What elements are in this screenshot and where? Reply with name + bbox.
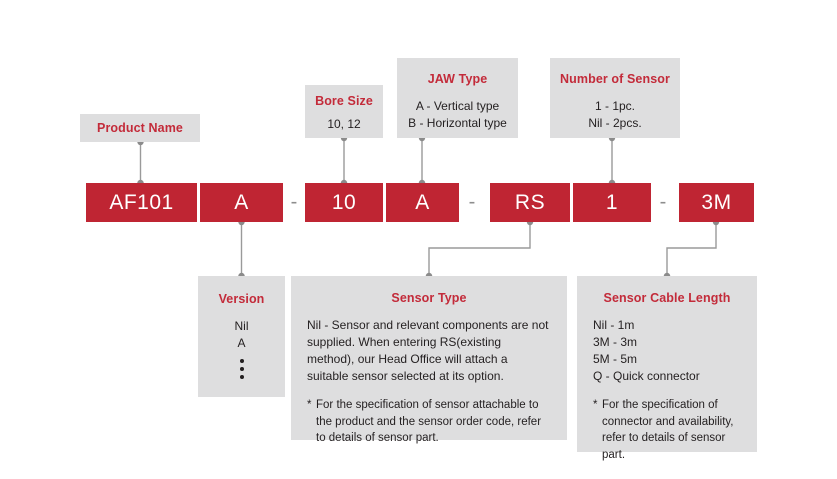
callout-sensor-type-title: Sensor Type: [391, 291, 467, 305]
code-segment-bore-size[interactable]: 10: [305, 183, 383, 222]
callout-number-of-sensor-option-nil: Nil - 2pcs.: [588, 116, 642, 131]
callout-sensor-cable-length: Sensor Cable Length Nil - 1m 3M - 3m 5M …: [577, 276, 757, 461]
code-segment-sensor-type[interactable]: RS: [490, 183, 570, 222]
callout-jaw-type-title: JAW Type: [427, 72, 488, 86]
callout-version-title: Version: [218, 292, 265, 306]
callout-sensor-type: Sensor Type Nil - Sensor and relevant co…: [291, 276, 567, 444]
callout-number-of-sensor: Number of Sensor 1 - 1pc. Nil - 2pcs.: [550, 58, 680, 138]
callout-sensor-type-description: Nil - Sensor and relevant components are…: [307, 318, 549, 384]
code-dash-1: -: [290, 191, 298, 213]
callout-product-name: Product Name: [80, 114, 200, 142]
callout-bore-size-title: Bore Size: [315, 94, 373, 108]
callout-version: Version Nil A: [198, 276, 285, 397]
code-dash-2: -: [468, 191, 476, 213]
callout-jaw-type-option-b: B - Horizontal type: [408, 116, 507, 131]
callout-number-of-sensor-option-1: 1 - 1pc.: [594, 99, 636, 113]
vertical-dots-icon: [198, 359, 285, 380]
code-segment-jaw-type[interactable]: A: [386, 183, 459, 222]
code-segment-sensor-cable-length[interactable]: 3M: [679, 183, 754, 222]
code-segment-product-name[interactable]: AF101: [86, 183, 197, 222]
callout-sensor-cable-length-title: Sensor Cable Length: [603, 291, 731, 305]
callout-bore-size: Bore Size 10, 12: [305, 85, 383, 138]
callout-cable-option-nil: Nil - 1m: [593, 318, 635, 332]
callout-cable-option-5m: 5M - 5m: [593, 352, 638, 367]
callout-cable-option-q: Q - Quick connector: [593, 369, 700, 384]
code-dash-3: -: [659, 191, 667, 213]
callout-version-option-nil: Nil: [234, 319, 249, 333]
callout-cable-option-3m: 3M - 3m: [593, 335, 638, 350]
callout-number-of-sensor-title: Number of Sensor: [560, 72, 670, 86]
callout-version-option-a: A: [237, 336, 246, 351]
code-segment-version[interactable]: A: [200, 183, 283, 222]
callout-product-name-title: Product Name: [97, 121, 183, 135]
callout-bore-size-values: 10, 12: [327, 117, 361, 131]
callout-sensor-cable-length-note: For the specification of connector and a…: [593, 397, 741, 464]
code-segment-number-of-sensor[interactable]: 1: [573, 183, 651, 222]
callout-jaw-type-option-a: A - Vertical type: [415, 99, 500, 113]
callout-sensor-type-note: For the specification of sensor attachab…: [307, 397, 551, 447]
callout-jaw-type: JAW Type A - Vertical type B - Horizonta…: [397, 58, 518, 138]
